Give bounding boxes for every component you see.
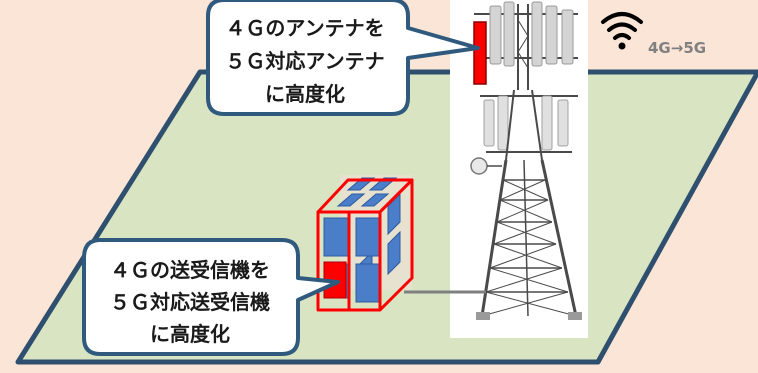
microwave-dish: [470, 157, 488, 175]
highlighted-antenna: [473, 21, 487, 85]
antenna-callout: ４Ｇのアンテナを ５Ｇ対応アンテナ に高度化: [206, 0, 480, 116]
transceiver-callout-line-3: に高度化: [150, 322, 230, 346]
transceiver-callout: ４Ｇの送受信機を ５Ｇ対応送受信機 に高度化: [82, 238, 340, 356]
cell-tower: [470, 1, 582, 320]
antenna-callout-line-1: ４Ｇのアンテナを: [225, 16, 384, 40]
wifi-signal-icon: [601, 12, 643, 50]
transceiver-cabinet: [316, 175, 414, 312]
network-generation-label: 4G→5G: [648, 39, 706, 57]
antenna-callout-line-2: ５Ｇ対応アンテナ: [225, 49, 384, 73]
antenna-callout-line-3: に高度化: [265, 82, 345, 106]
transceiver-callout-line-1: ４Ｇの送受信機を: [110, 258, 270, 282]
transceiver-callout-line-2: ５Ｇ対応送受信機: [110, 290, 270, 314]
